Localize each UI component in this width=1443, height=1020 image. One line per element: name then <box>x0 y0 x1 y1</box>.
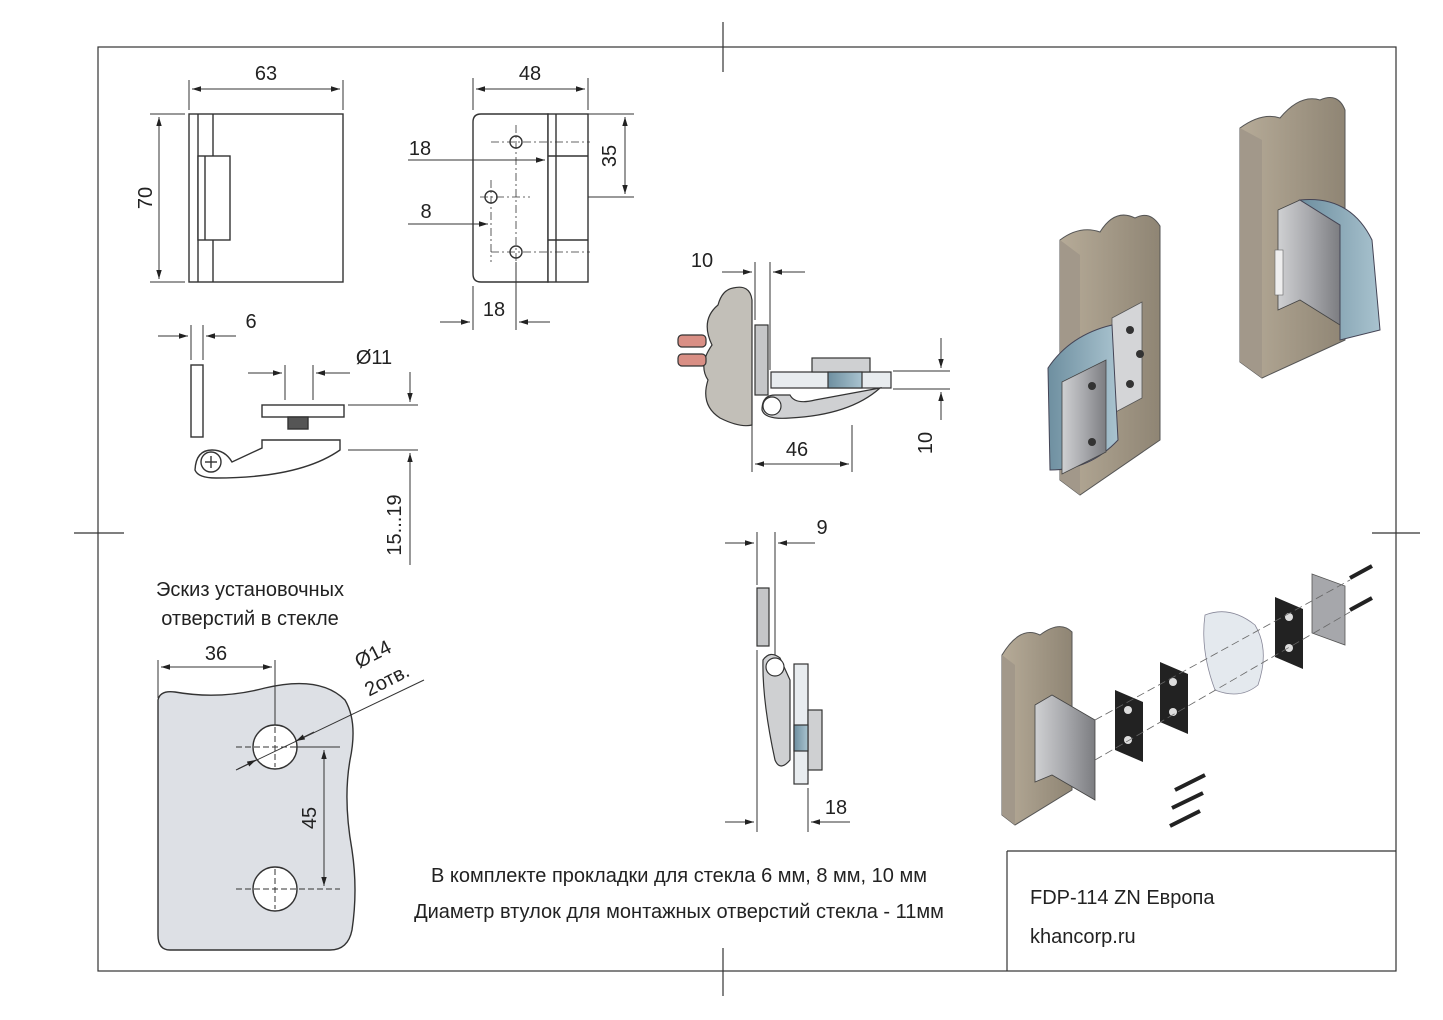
dim-offset-18-top: 18 <box>409 138 431 160</box>
mount-plate-centerlines <box>480 125 590 270</box>
dim-diameter-11: Ø11 <box>356 347 392 369</box>
dim-glass-10: 10 <box>915 432 937 454</box>
render-hinge-closed <box>1239 97 1381 379</box>
dim-height-70: 70 <box>135 187 157 209</box>
dim-bottom-18: 18 <box>825 797 847 819</box>
glass-sketch-dimensions <box>157 660 425 909</box>
sketch-title-line2: отверстий в стекле <box>161 608 339 630</box>
wall-section-dimensions <box>722 262 950 472</box>
dim-hole-spacing-45: 45 <box>299 807 321 829</box>
front-dimensions <box>150 80 344 283</box>
dim-gap-10: 10 <box>691 250 713 272</box>
front-view <box>188 113 344 283</box>
side-view-dimensions <box>158 325 418 565</box>
title-block <box>1006 850 1396 971</box>
glass-panel-sketch <box>157 682 356 951</box>
note-bushings: Диаметр втулок для монтажных отверстий с… <box>414 901 944 923</box>
dim-depth-46: 46 <box>786 439 808 461</box>
render-exploded-view <box>1001 564 1373 828</box>
render-hinge-open <box>1047 214 1161 496</box>
vertical-view <box>756 587 823 785</box>
side-view <box>190 364 345 479</box>
vertical-view-dimensions <box>725 532 850 832</box>
dim-offset-18-bottom: 18 <box>483 299 505 321</box>
dim-hole-offset-36: 36 <box>205 643 227 665</box>
dim-width-48: 48 <box>519 63 541 85</box>
dim-offset-8: 8 <box>420 201 431 223</box>
dim-offset-6: 6 <box>245 311 256 333</box>
dim-hole-spacing-35: 35 <box>599 145 621 167</box>
mount-plate-dimensions <box>408 78 634 330</box>
note-gaskets: В комплекте прокладки для стекла 6 мм, 8… <box>431 865 927 887</box>
title-model: FDP-114 ZN Европа <box>1030 887 1215 909</box>
title-site: khancorp.ru <box>1030 926 1136 948</box>
sketch-title-line1: Эскиз установочных <box>156 579 344 601</box>
sheet-frame <box>74 22 1420 996</box>
wall-section-view <box>677 286 892 427</box>
dim-glass-range: 15...19 <box>384 494 406 555</box>
mount-plate-view <box>472 113 589 283</box>
dim-top-9: 9 <box>816 517 827 539</box>
dim-width-63: 63 <box>255 63 277 85</box>
